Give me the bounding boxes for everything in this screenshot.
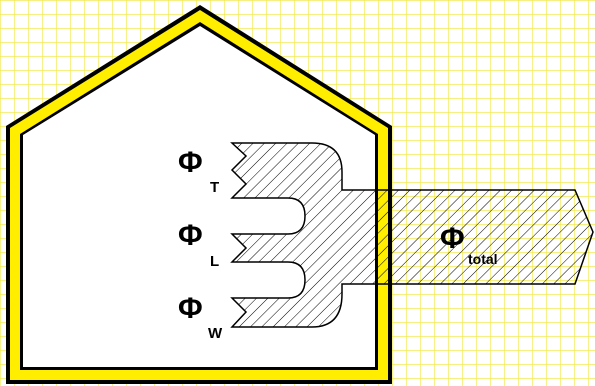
label-phi-l: Φ L xyxy=(178,219,219,270)
label-phi-w: Φ W xyxy=(178,292,223,342)
phi-w-subscript: W xyxy=(208,325,223,342)
phi-w-symbol: Φ xyxy=(178,292,203,325)
house-interior xyxy=(23,26,375,367)
phi-t-subscript: T xyxy=(210,179,219,196)
label-phi-total: Φ total xyxy=(440,222,498,267)
phi-l-subscript: L xyxy=(210,253,219,270)
phi-l-symbol: Φ xyxy=(178,219,203,252)
phi-total-symbol: Φ xyxy=(440,222,465,255)
label-phi-t: Φ T xyxy=(178,146,219,196)
phi-t-symbol: Φ xyxy=(178,146,203,179)
heat-flow-arrow xyxy=(230,142,594,328)
phi-total-subscript: total xyxy=(468,251,498,267)
